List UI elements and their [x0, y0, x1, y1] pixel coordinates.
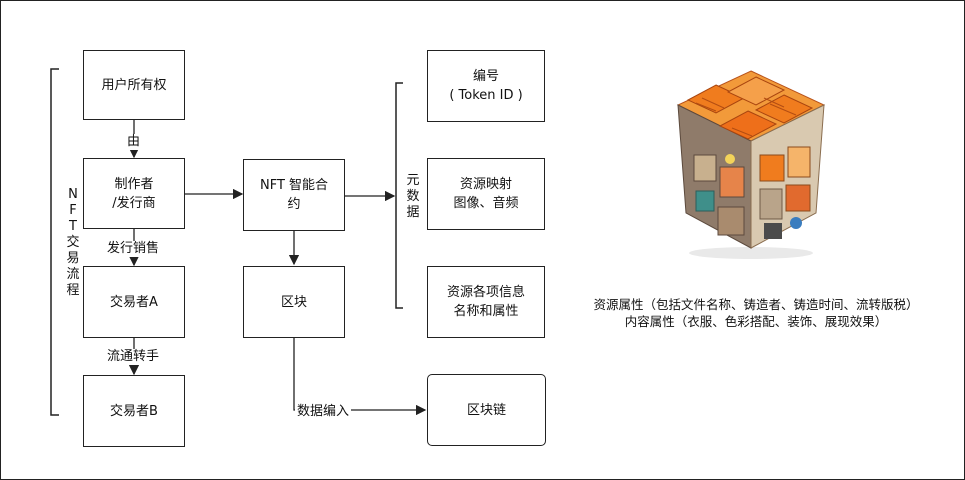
edge-label-issue-sale: 发行销售 [105, 241, 162, 257]
metadata-bracket [395, 82, 403, 309]
nftText-char: F [69, 203, 77, 218]
nft-cube-image [676, 70, 826, 259]
block-box: 区块 [243, 266, 345, 338]
ownership-text: 用户所有权 [101, 77, 167, 93]
nftText-char: N [68, 187, 78, 202]
nftText-char: 程 [66, 283, 80, 298]
resource-attributes-caption: 资源属性（包括文件名称、铸造者、铸造时间、流转版税） [593, 297, 919, 312]
media-text-line2: 图像、音频 [453, 196, 519, 211]
trader-b-box: 交易者B [83, 375, 185, 447]
arrow-block-blockchain [293, 338, 427, 416]
creator-text-line2: /发行商 [112, 195, 156, 211]
creator-text-line1: 制作者 [114, 176, 154, 192]
edge-label-circulation: 流通转手 [105, 349, 162, 365]
token-id-text-line2: ( Token ID ) [449, 88, 523, 103]
trader-a-text: 交易者A [110, 294, 158, 310]
nft-flow-bracket [50, 68, 59, 416]
token-id-text-line1: 编号 [472, 69, 499, 84]
trader-b-text: 交易者B [110, 403, 158, 419]
metaText-char: 据 [406, 205, 420, 220]
smart-contract-text-line2: 约 [287, 197, 301, 212]
metadata-label: 元数据 [404, 173, 422, 221]
content-attributes-caption: 内容属性（衣服、色彩搭配、装饰、展现效果） [624, 314, 888, 329]
edge-label-data-write: 数据编入 [295, 404, 352, 420]
creator-box: 制作者 /发行商 [83, 158, 185, 229]
trader-a-box: 交易者A [83, 266, 185, 338]
info-text-line2: 名称和属性 [453, 304, 519, 319]
token-id-box: 编号 ( Token ID ) [427, 50, 545, 122]
info-box: 资源各项信息 名称和属性 [427, 266, 545, 338]
media-text-line1: 资源映射 [459, 177, 512, 192]
block-text: 区块 [280, 294, 307, 310]
ownership-box: 用户所有权 [83, 50, 185, 120]
metaText-char: 数 [406, 189, 420, 204]
smart-contract-box: NFT 智能合 约 [243, 159, 345, 231]
blockchain-box: 区块链 [427, 374, 546, 446]
nftText-char: 交 [66, 235, 80, 250]
blockchain-text: 区块链 [466, 402, 506, 418]
media-box: 资源映射 图像、音频 [427, 158, 545, 230]
nftText-char: 易 [66, 251, 80, 266]
metaText-char: 元 [406, 173, 420, 188]
info-text-line1: 资源各项信息 [446, 285, 525, 300]
edge-label-by: 由 [125, 134, 143, 150]
nftText-char: 流 [66, 267, 80, 282]
nftText-char: T [69, 219, 77, 234]
smart-contract-text-line1: NFT 智能合 [259, 178, 329, 193]
